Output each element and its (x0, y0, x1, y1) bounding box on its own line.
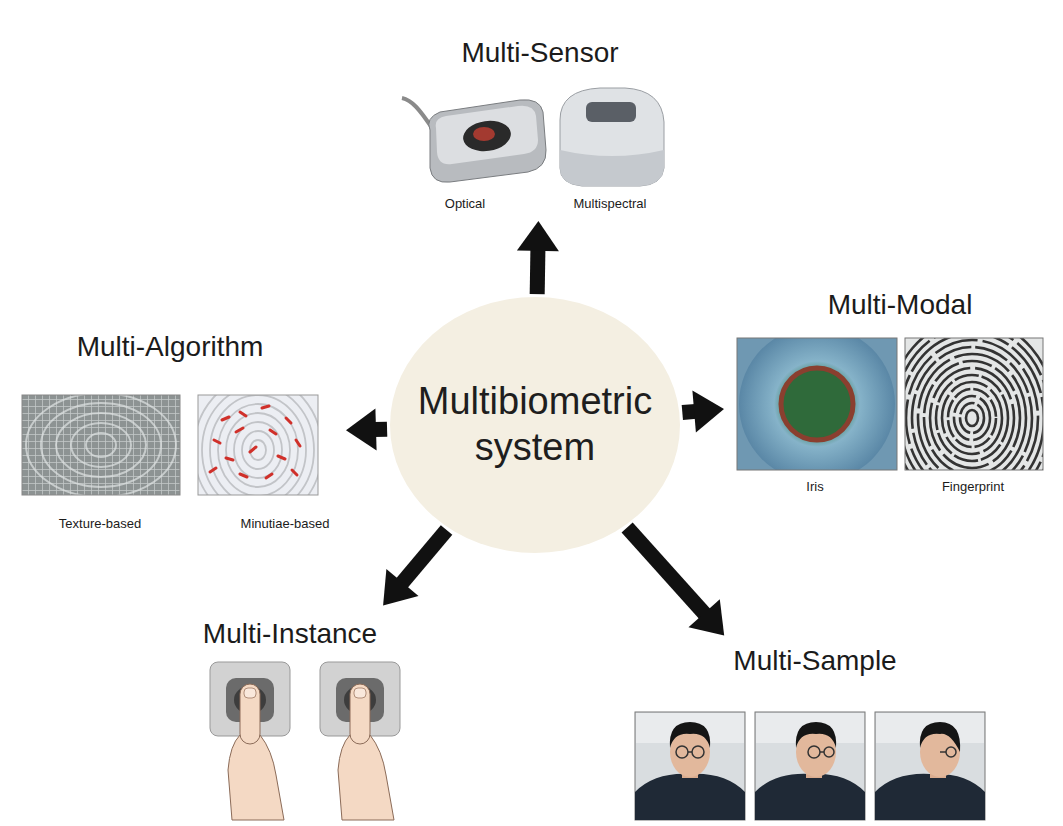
category-heading: Multi-Modal (828, 289, 973, 321)
arrow-shaft (530, 249, 546, 294)
arrow-shaft (401, 530, 446, 584)
arrow-connector (682, 391, 724, 433)
texture-image (22, 393, 180, 497)
hub-circle: Multibiometric system (390, 297, 680, 553)
image-caption: Texture-based (59, 517, 141, 532)
fingerprint-image (888, 319, 1056, 517)
iris-image (737, 326, 897, 482)
category-group: Multi-Instance (160, 610, 420, 822)
image-caption: Iris (806, 480, 823, 495)
category-heading: Multi-Algorithm (77, 331, 264, 363)
arrow-connector (517, 221, 559, 294)
category-heading: Multi-Instance (203, 618, 377, 650)
arrow-head (689, 599, 725, 635)
image-caption: Multispectral (574, 197, 647, 212)
arrow-connector (383, 530, 446, 605)
image-caption: Optical (445, 197, 485, 212)
multispectral-scanner (560, 88, 664, 186)
arrow-shaft (627, 528, 705, 615)
category-group: Multi-ModalIris Fingerprint (730, 285, 1050, 505)
category-heading: Multi-Sample (733, 645, 896, 677)
category-heading: Multi-Sensor (461, 37, 618, 69)
category-group: Multi-Sample (630, 640, 990, 822)
circle-outline (390, 297, 680, 553)
arrow-connector (346, 409, 387, 451)
arrow-shaft (682, 411, 696, 412)
finger-on-scanner (210, 662, 290, 820)
finger-on-scanner (320, 662, 400, 820)
arrow-connector (627, 528, 724, 636)
category-group: Multi-SensorOptical Multispectral (400, 35, 680, 215)
face-photo (755, 712, 865, 820)
minutiae-image (194, 377, 322, 523)
face-photo (875, 712, 985, 820)
arrow-head (692, 391, 724, 433)
arrow-head (346, 409, 377, 451)
category-group: Multi-AlgorithmTexture-based Minutiae-bas… (15, 325, 340, 545)
image-caption: Minutiae-based (241, 517, 330, 532)
optical-scanner (402, 98, 546, 182)
hub-label: Multibiometric system (410, 379, 660, 470)
arrow-head (383, 569, 418, 606)
arrow-head (517, 221, 559, 251)
image-caption: Fingerprint (942, 480, 1004, 495)
face-photo (635, 712, 745, 820)
circle-fill (390, 297, 680, 553)
